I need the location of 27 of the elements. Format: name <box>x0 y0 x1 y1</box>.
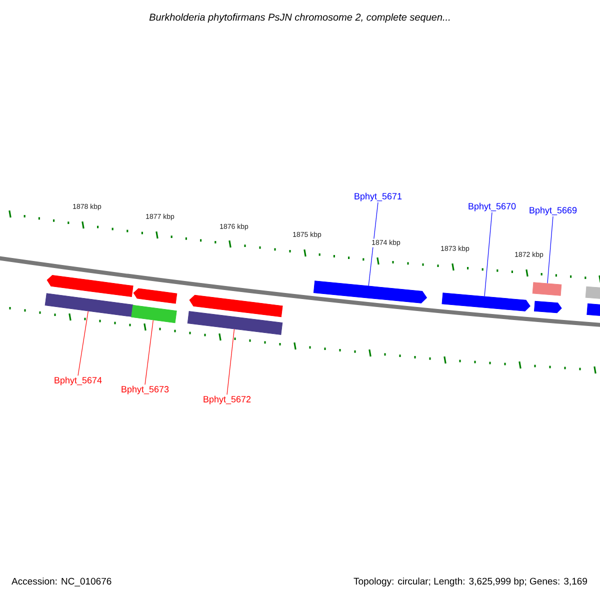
gene-bar <box>131 304 177 324</box>
gene-label: Bphyt_5671 <box>354 192 402 202</box>
gene-label: Bphyt_5670 <box>468 202 516 212</box>
gene-bar <box>44 293 134 317</box>
gene-label: Bphyt_5673 <box>122 386 169 394</box>
title: Burkholderia phytofirmans PsJN chromosome 2, complete sequen... <box>149 13 450 23</box>
gene-label: Bphyt_5672 <box>204 396 251 404</box>
gene-bar <box>534 300 562 314</box>
gene-bar <box>313 280 427 304</box>
gene-bar <box>46 275 134 298</box>
gene-bar <box>585 286 600 300</box>
accession-text: Accession: NC_010676 <box>12 578 112 586</box>
leader-line <box>547 216 554 284</box>
gene-bar <box>133 288 178 304</box>
leader-line <box>226 328 235 395</box>
gene-bar <box>442 292 530 312</box>
gene-bar <box>532 282 562 296</box>
gene-label: Bphyt_5669 <box>530 206 577 216</box>
leader-line <box>144 320 154 385</box>
leader-line <box>78 310 88 376</box>
leader-line <box>368 202 378 286</box>
gene-bar <box>586 303 600 317</box>
gene-label: Bphyt_5674 <box>54 376 102 386</box>
gene-bar <box>189 294 283 318</box>
leader-line <box>484 212 492 297</box>
summary-text: Topology: circular; Length: 3,625,999 bp; Genes: 3,169 <box>354 578 587 586</box>
gene-bar <box>187 311 283 335</box>
